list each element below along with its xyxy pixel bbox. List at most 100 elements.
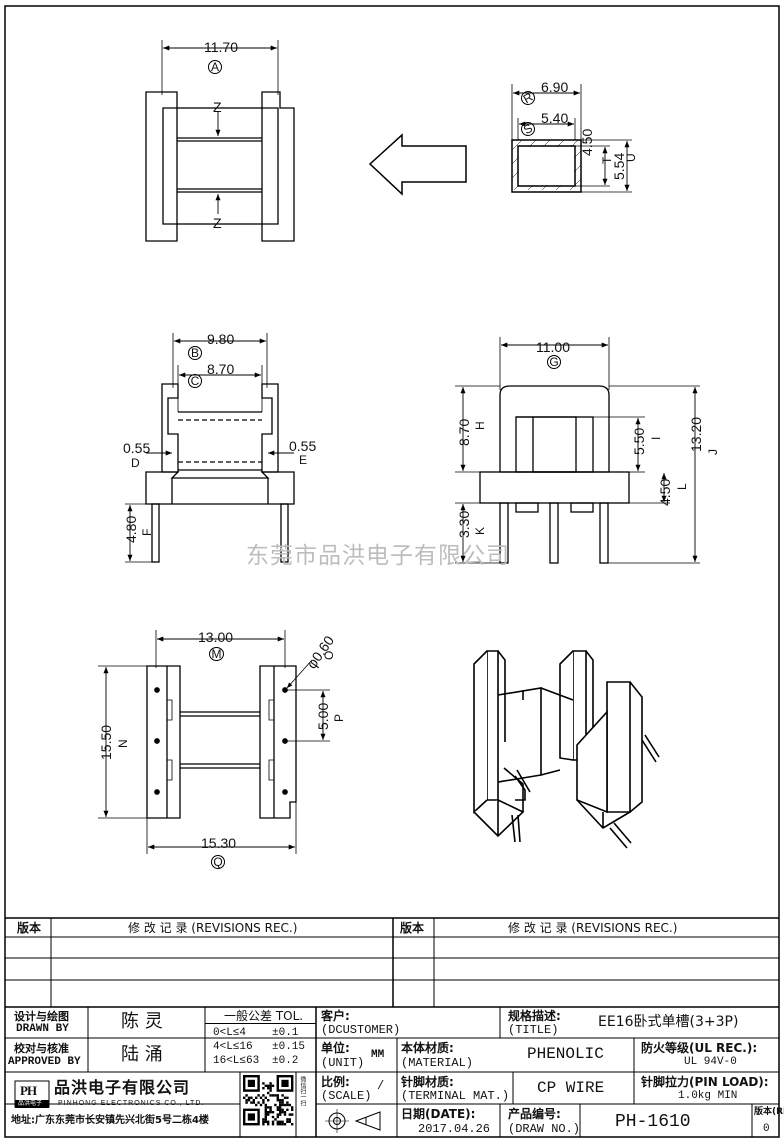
rev-value: 0: [763, 1123, 770, 1135]
dim-5-40: 5.40: [541, 110, 569, 126]
label-n: N: [116, 739, 130, 748]
title-en: (TITLE): [508, 1023, 559, 1037]
label-k: K: [473, 526, 487, 535]
dim-0-55-left: 0.55: [123, 440, 151, 456]
tolerance-title: 一般公差 TOL.: [224, 1009, 304, 1023]
tol-row2-value: ±0.15: [272, 1041, 306, 1053]
approved-by-en: APPROVED BY: [8, 1056, 81, 1068]
terminal-en: (TERMINAL MAT.): [401, 1089, 510, 1103]
draw-no-cn: 产品编号:: [508, 1107, 561, 1121]
dim-4-50-top: 4.50: [579, 128, 595, 156]
dim-4-50: 4.50: [657, 478, 673, 506]
logo-text: PH: [20, 1083, 37, 1098]
label-o: O: [322, 650, 336, 660]
scale-en: (SCALE): [321, 1089, 372, 1103]
approved-by-cn: 校对与核准: [14, 1042, 69, 1055]
dim-9-80: 9.80: [207, 331, 235, 347]
pin-load-value: 1.0kg MIN: [678, 1090, 738, 1102]
logo-sub: 品洪电子: [18, 1100, 43, 1107]
label-u: U: [624, 153, 638, 162]
drawn-by-en: DRAWN BY: [16, 1023, 69, 1035]
scale-cn: 比例:: [321, 1075, 350, 1089]
tol-row3-value: ±0.2: [272, 1055, 299, 1067]
title-cn: 规格描述:: [508, 1009, 561, 1023]
label-j: J: [706, 449, 720, 455]
label-c: C: [188, 374, 202, 388]
view-front: [125, 333, 295, 563]
direction-arrow: [368, 133, 467, 196]
revision-ver-label-right: 版本: [400, 921, 425, 935]
dim-13-20: 13.20: [688, 416, 704, 452]
company-name-en: PINHONG ELECTRONICS CO., LTD.: [58, 1100, 205, 1107]
company-name-cn: 品洪电子有限公司: [54, 1078, 191, 1097]
pin-load-label: 针脚拉力(PIN LOAD):: [641, 1075, 769, 1089]
title-block-grid: [5, 917, 779, 1137]
view-cross-section: [511, 84, 632, 193]
watermark: 东莞市品洪电子有限公司: [246, 543, 510, 569]
view-isometric: [473, 650, 660, 849]
drawn-by-name: 陈 灵: [121, 1011, 163, 1032]
unit-cn: 单位:: [321, 1041, 350, 1055]
dim-8-70-side: 8.70: [456, 418, 472, 446]
label-z-top: Z: [213, 99, 222, 115]
label-z-bottom: Z: [213, 215, 222, 231]
tol-row2-range: 4<L≤16: [213, 1041, 253, 1053]
dim-0-55-right: 0.55: [289, 438, 317, 454]
terminal-cn: 针脚材质:: [401, 1075, 454, 1089]
drawn-by-cn: 设计与绘图: [14, 1010, 69, 1023]
label-l: L: [675, 483, 689, 490]
revision-ver-label-left: 版本: [17, 921, 42, 935]
label-q: Q: [211, 855, 225, 869]
dim-5-50: 5.50: [631, 427, 647, 455]
scale-value: /: [377, 1079, 385, 1093]
dim-3-30: 3.30: [456, 510, 472, 538]
label-h: H: [473, 421, 487, 430]
qr-caption: 微信扫一扫: [299, 1076, 306, 1106]
material-value: PHENOLIC: [527, 1045, 604, 1063]
approved-by-name: 陆 涌: [121, 1044, 163, 1065]
revision-rec-label-right: 修 改 记 录 (REVISIONS REC.): [508, 921, 678, 935]
dim-15-30: 15.30: [201, 835, 237, 851]
title-value: EE16卧式单槽(3+3P): [598, 1014, 739, 1030]
label-p: P: [332, 713, 346, 722]
date-value: 2017.04.26: [418, 1122, 491, 1136]
terminal-value: CP WIRE: [537, 1079, 605, 1097]
company-address: 地址:广东东莞市长安镇先兴北街5号二栋4楼: [11, 1115, 209, 1126]
label-m: M: [209, 647, 224, 661]
dim-13-00: 13.00: [198, 629, 234, 645]
dim-8-70-front: 8.70: [207, 361, 235, 377]
material-en: (MATERIAL): [401, 1056, 474, 1070]
view-side-right: [455, 337, 700, 564]
dim-5-00: 5.00: [315, 702, 331, 730]
dim-11-70: 11.70: [204, 39, 238, 55]
dim-11-00: 11.00: [536, 339, 570, 355]
rev-label: 版本(REV):: [754, 1107, 784, 1117]
revision-rec-label-left: 修 改 记 录 (REVISIONS REC.): [128, 921, 298, 935]
dim-15-50: 15.50: [98, 724, 114, 760]
view-bottom: [98, 630, 330, 854]
unit-en: (UNIT): [321, 1056, 365, 1070]
company-logo: [14, 1080, 50, 1108]
material-cn: 本体材质:: [401, 1041, 454, 1055]
label-i: I: [649, 436, 663, 440]
view-side-top: [145, 40, 295, 242]
qr-code: [243, 1075, 294, 1126]
label-g: G: [547, 355, 561, 369]
label-f: F: [140, 528, 154, 536]
ul-label: 防火等级(UL REC.):: [641, 1041, 758, 1055]
unit-value: MM: [371, 1049, 385, 1061]
label-d: D: [131, 456, 140, 470]
projection-symbol: [325, 1109, 381, 1133]
label-b: B: [188, 346, 202, 360]
dim-6-90: 6.90: [541, 79, 569, 95]
label-a: A: [208, 60, 222, 74]
draw-no-en: (DRAW NO.): [508, 1122, 581, 1136]
draw-no-value: PH-1610: [615, 1112, 691, 1132]
dim-4-80: 4.80: [123, 515, 139, 543]
label-e: E: [299, 453, 308, 467]
tol-row1-range: 0<L≤4: [213, 1027, 247, 1039]
tol-row1-value: ±0.1: [272, 1027, 299, 1039]
customer-en: (DCUSTOMER): [321, 1023, 401, 1037]
tol-row3-range: 16<L≤63: [213, 1055, 260, 1067]
